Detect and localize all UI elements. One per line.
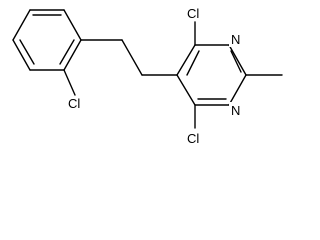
linker-bond-2	[121, 39, 143, 76]
atom-cl-top: Cl	[187, 6, 199, 21]
atom-n-lower: N	[231, 103, 240, 118]
phenyl-cl-bond	[63, 69, 76, 96]
atom-cl-bottom: Cl	[187, 131, 199, 146]
molecule-structure: Cl Cl N N Cl	[12, 5, 283, 146]
atom-cl-phenyl: Cl	[68, 96, 80, 111]
atom-n-upper: N	[231, 32, 240, 47]
pyrimidine-ring	[141, 44, 247, 106]
phenyl-ring	[12, 9, 82, 71]
